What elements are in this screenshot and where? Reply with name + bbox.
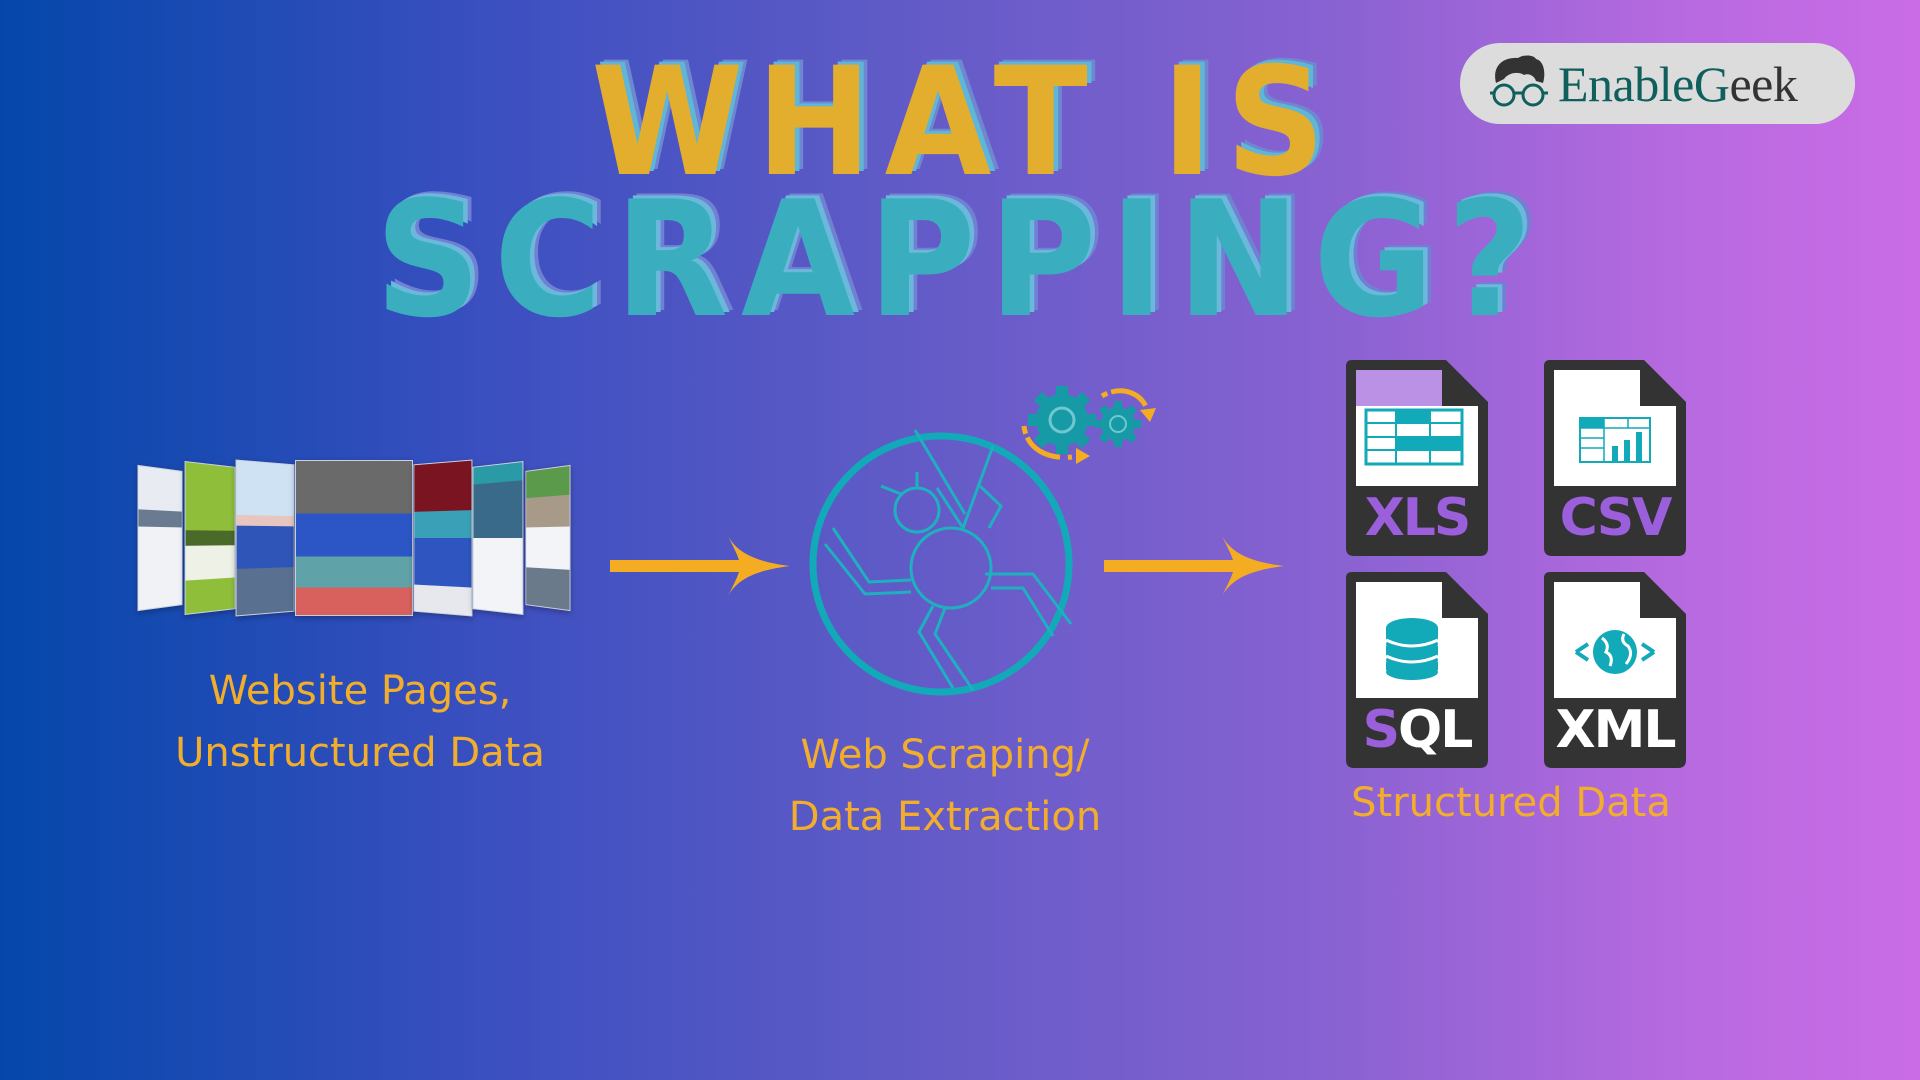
file-label-xls: XLS xyxy=(1364,488,1472,548)
website-page-thumbnail xyxy=(413,459,473,617)
spider-icon xyxy=(805,428,1077,700)
logo-text: EnableGeek xyxy=(1558,55,1798,113)
logo-text-g: G xyxy=(1693,55,1730,112)
file-label-xml: XML xyxy=(1555,700,1677,760)
step1-caption-line1: Website Pages, xyxy=(208,668,512,714)
logo-text-enable: Enable xyxy=(1558,55,1694,112)
step2-caption: Web Scraping/ Data Extraction xyxy=(760,724,1130,848)
enablegeek-logo[interactable]: EnableGeek xyxy=(1460,43,1855,124)
website-page-thumbnail xyxy=(295,460,413,616)
website-page-thumbnail xyxy=(184,460,236,616)
step1-caption-line2: Unstructured Data xyxy=(175,730,545,776)
gears-icon xyxy=(1018,384,1160,474)
geek-glasses-icon xyxy=(1488,53,1550,115)
website-page-thumbnail xyxy=(525,464,571,612)
arrow-right-1 xyxy=(608,534,790,598)
step3-caption: Structured Data xyxy=(1351,780,1671,826)
file-label-csv: CSV xyxy=(1559,488,1673,548)
website-page-thumbnail xyxy=(137,464,183,612)
step1-caption: Website Pages, Unstructured Data xyxy=(150,660,570,784)
website-page-thumbnail xyxy=(472,460,524,616)
arrow-right-2 xyxy=(1102,534,1284,598)
title-line-1: WHAT IS xyxy=(591,36,1339,210)
file-xml-icon: XML xyxy=(1544,572,1686,768)
title-line-2: SCRAPPING? xyxy=(374,166,1546,353)
file-csv-icon: CSV xyxy=(1544,360,1686,556)
file-sql-icon: SQL xyxy=(1346,572,1488,768)
logo-text-eek: eek xyxy=(1729,55,1798,112)
website-pages-collage xyxy=(135,459,580,620)
step2-caption-line1: Web Scraping/ xyxy=(800,732,1090,778)
file-xls-icon: XLS xyxy=(1346,360,1488,556)
file-label-sql: SQL xyxy=(1362,700,1474,760)
step2-caption-line2: Data Extraction xyxy=(788,794,1102,840)
website-page-thumbnail xyxy=(235,459,295,617)
